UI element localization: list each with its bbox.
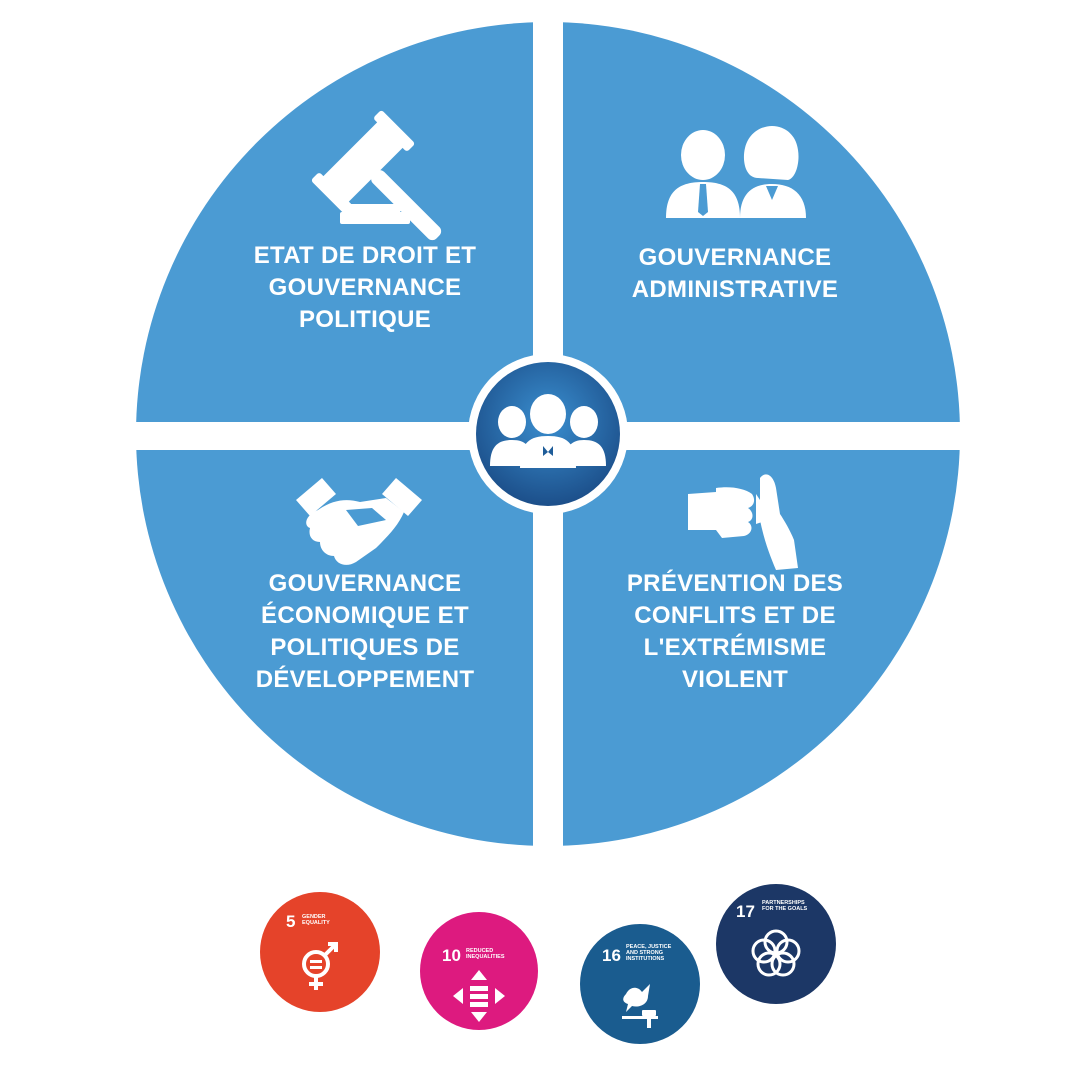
sdg-label: PARTNERSHIPS FOR THE GOALS bbox=[762, 900, 808, 912]
man-woman-icon bbox=[666, 126, 806, 218]
label-line: GOUVERNANCE bbox=[268, 274, 462, 301]
sdg-10-badge: 10 REDUCED INEQUALITIES bbox=[420, 912, 538, 1030]
fist-hand-icon bbox=[688, 474, 798, 570]
label-line: L'EXTRÉMISME bbox=[643, 634, 827, 661]
sdg-5-badge: 5 GENDER EQUALITY bbox=[260, 892, 380, 1012]
label-line: ETAT DE DROIT ET bbox=[253, 242, 477, 269]
partnership-rings-icon bbox=[751, 929, 801, 977]
sdg-16-badge: 16 PEACE, JUSTICE AND STRONG INSTITUTION… bbox=[580, 924, 700, 1044]
group-of-people-icon bbox=[490, 394, 606, 468]
label-line: PRÉVENTION DES bbox=[626, 570, 844, 597]
sdg-label: GENDER EQUALITY bbox=[302, 914, 330, 926]
sdg-number: 17 bbox=[736, 902, 755, 921]
sdg-label: PEACE, JUSTICE AND STRONG INSTITUTIONS bbox=[626, 944, 672, 962]
label-line: POLITIQUE bbox=[298, 306, 432, 333]
quadrant-top-left bbox=[136, 22, 533, 422]
sdg-number: 16 bbox=[602, 946, 621, 965]
handshake-icon bbox=[296, 478, 422, 565]
label-line: POLITIQUES DE bbox=[270, 634, 460, 661]
gender-equality-icon bbox=[302, 942, 338, 990]
sdg-number: 10 bbox=[442, 946, 461, 965]
label-line: VIOLENT bbox=[681, 666, 789, 693]
label-etat-de-droit: ETAT DE DROIT ET GOUVERNANCE POLITIQUE bbox=[205, 240, 525, 336]
label-line: ÉCONOMIQUE ET bbox=[261, 602, 469, 629]
gavel-icon bbox=[311, 110, 442, 241]
label-gouvernance-economique: GOUVERNANCE ÉCONOMIQUE ET POLITIQUES DE … bbox=[205, 568, 525, 696]
sdg-label: REDUCED INEQUALITIES bbox=[466, 948, 505, 960]
quadrant-top-right bbox=[563, 22, 960, 422]
label-line: GOUVERNANCE bbox=[638, 244, 832, 271]
dove-gavel-icon bbox=[622, 984, 658, 1028]
sdg-number: 5 bbox=[286, 912, 296, 931]
label-gouvernance-administrative: GOUVERNANCE ADMINISTRATIVE bbox=[590, 242, 880, 306]
label-line: ADMINISTRATIVE bbox=[631, 276, 839, 303]
reduced-inequalities-icon bbox=[453, 970, 505, 1022]
label-line: DÉVELOPPEMENT bbox=[255, 666, 475, 693]
label-line: CONFLITS ET DE bbox=[634, 602, 836, 629]
label-line: GOUVERNANCE bbox=[268, 570, 462, 597]
sdg-17-badge: 17 PARTNERSHIPS FOR THE GOALS bbox=[716, 884, 836, 1004]
label-prevention-des-conflits: PRÉVENTION DES CONFLITS ET DE L'EXTRÉMIS… bbox=[575, 568, 895, 696]
